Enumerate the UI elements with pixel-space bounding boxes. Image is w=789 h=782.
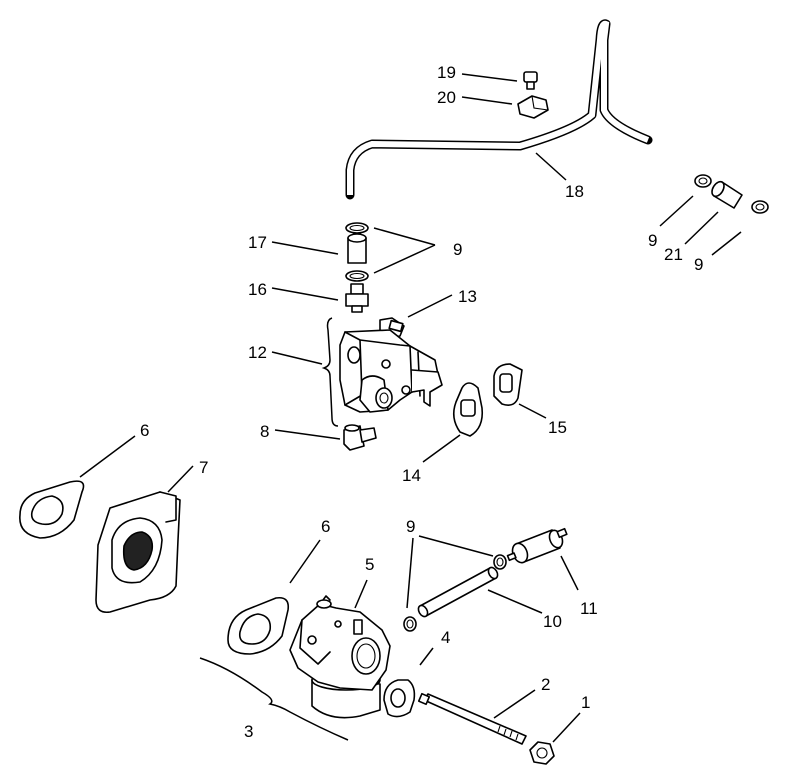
callout-2: 2 xyxy=(541,675,550,694)
gasket-part-15 xyxy=(493,363,523,406)
clamp-lower-left xyxy=(403,616,417,632)
clamp-center-top xyxy=(345,222,369,234)
callout-10: 10 xyxy=(543,612,562,631)
gasket-part-6-left xyxy=(19,480,85,539)
clamp-part-20 xyxy=(517,95,549,119)
hose-clamp-right-bottom xyxy=(751,200,769,214)
clamp-lower-right xyxy=(493,554,507,570)
fuel-pump-part-12 xyxy=(339,329,443,413)
hose-clamp-right-top xyxy=(694,174,712,188)
fuel-filter-part-11 xyxy=(506,527,568,564)
callout-6-left: 6 xyxy=(140,421,149,440)
callout-9-lower: 9 xyxy=(406,517,415,536)
callout-4: 4 xyxy=(441,628,450,647)
callout-21: 21 xyxy=(664,245,683,264)
callout-1: 1 xyxy=(581,693,590,712)
callout-16: 16 xyxy=(248,280,267,299)
callout-12: 12 xyxy=(248,343,267,362)
callout-7: 7 xyxy=(199,458,208,477)
callout-17: 17 xyxy=(248,233,267,252)
hose-part-17 xyxy=(347,233,367,264)
callout-6-center: 6 xyxy=(321,517,330,536)
screw-part-19 xyxy=(523,71,538,90)
fuel-line-tube xyxy=(345,19,653,200)
elbow-fitting-part-8 xyxy=(343,424,377,451)
callout-11: 11 xyxy=(580,599,598,618)
bracket-part-3 xyxy=(199,657,349,741)
callout-13: 13 xyxy=(458,287,477,306)
callout-14: 14 xyxy=(402,466,421,485)
callout-18: 18 xyxy=(565,182,584,201)
spacer-part-7 xyxy=(95,491,181,614)
callout-20: 20 xyxy=(437,88,456,107)
bracket-part-12 xyxy=(321,317,339,427)
hose-sleeve-part-21 xyxy=(711,180,743,209)
callout-5: 5 xyxy=(365,555,374,574)
fitting-part-16 xyxy=(345,283,369,313)
callout-15: 15 xyxy=(548,418,567,437)
clamp-center-bottom xyxy=(345,270,369,282)
leader-lines xyxy=(79,73,742,743)
callout-9-right-bottom: 9 xyxy=(694,255,703,274)
gasket-part-4 xyxy=(383,679,416,718)
gasket-part-14 xyxy=(452,382,484,437)
callout-19: 19 xyxy=(437,63,456,82)
nut-part-1 xyxy=(529,741,555,765)
bolt-part-2 xyxy=(417,692,527,745)
gasket-part-6-center xyxy=(227,596,290,655)
callout-8: 8 xyxy=(260,422,269,441)
callout-9-right-top: 9 xyxy=(648,231,657,250)
fuel-hose-part-10 xyxy=(417,566,499,618)
carburetor-part-5 xyxy=(289,595,391,719)
callout-3: 3 xyxy=(244,722,253,741)
callout-9-center: 9 xyxy=(453,240,462,259)
